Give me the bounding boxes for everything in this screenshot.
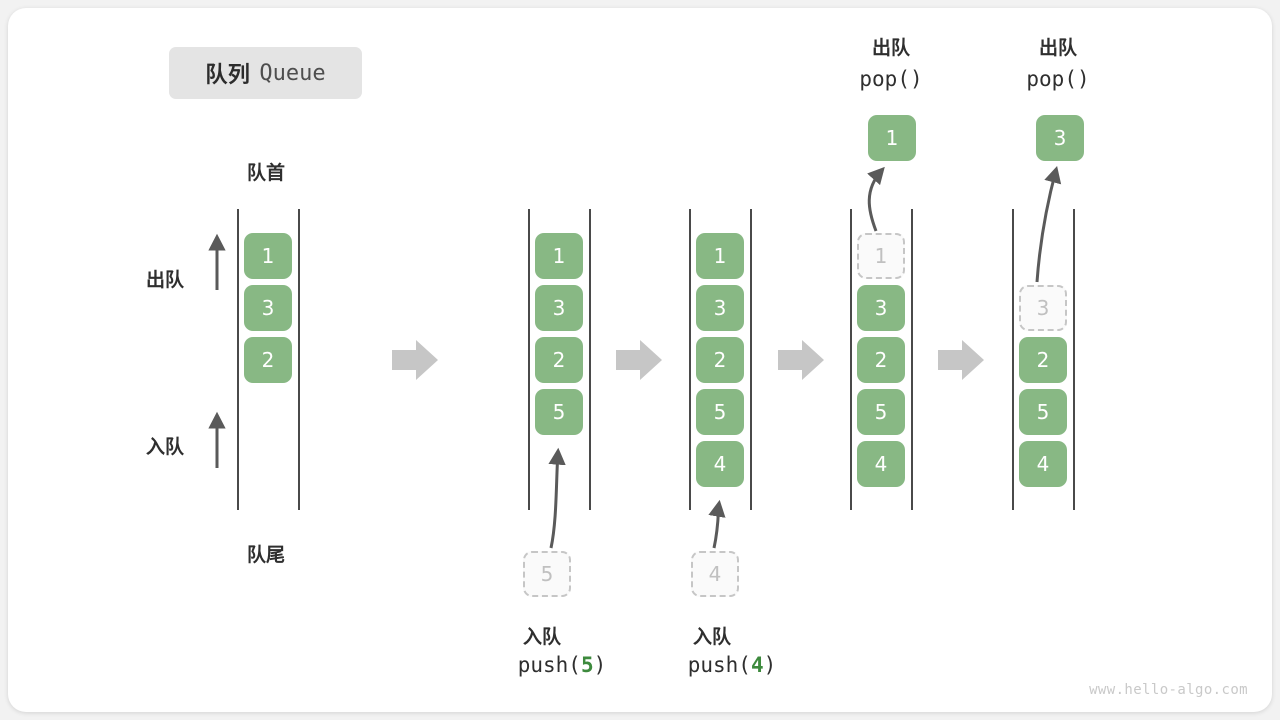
diagram-title-chip: 队列 Queue bbox=[169, 47, 362, 99]
queue-rail-left bbox=[850, 209, 852, 510]
queue-cell: 1 bbox=[696, 233, 744, 279]
queue-rail-right bbox=[911, 209, 913, 510]
queue-cell: 3 bbox=[244, 285, 292, 331]
queue-cell: 2 bbox=[857, 337, 905, 383]
operation-label-code: push(5) bbox=[472, 653, 652, 677]
queue-cell: 2 bbox=[535, 337, 583, 383]
op-code-suffix: ) bbox=[763, 653, 777, 677]
operation-label-code: push(4) bbox=[642, 653, 822, 677]
op-code-prefix: push( bbox=[517, 653, 581, 677]
queue-cell: 1 bbox=[535, 233, 583, 279]
site-watermark: www.hello-algo.com bbox=[1089, 682, 1248, 698]
op-code-prefix: push( bbox=[687, 653, 751, 677]
queue-cell: 3 bbox=[696, 285, 744, 331]
operation-label-cn: 入队 bbox=[522, 626, 561, 648]
incoming-ghost-cell: 5 bbox=[523, 551, 571, 597]
queue-cell: 4 bbox=[696, 441, 744, 487]
dequeue-direction-label: 出队 bbox=[146, 269, 185, 291]
queue-cell: 1 bbox=[857, 233, 905, 279]
diagram-title-cn: 队列 bbox=[205, 63, 251, 88]
queue-cell: 1 bbox=[244, 233, 292, 279]
enqueue-direction-label: 入队 bbox=[146, 436, 185, 458]
op-code-arg: 4 bbox=[750, 653, 764, 677]
popped-cell: 1 bbox=[868, 115, 916, 161]
diagram-title-en: Queue bbox=[259, 60, 326, 86]
popped-cell: 3 bbox=[1036, 115, 1084, 161]
queue-cell: 4 bbox=[857, 441, 905, 487]
operation-label-cn: 出队 bbox=[871, 37, 910, 59]
queue-cell: 4 bbox=[1019, 441, 1067, 487]
queue-rail-left bbox=[689, 209, 691, 510]
queue-rail-right bbox=[1073, 209, 1075, 510]
diagram-card bbox=[8, 8, 1272, 712]
queue-cell: 2 bbox=[696, 337, 744, 383]
queue-cell: 3 bbox=[1019, 285, 1067, 331]
queue-cell: 5 bbox=[535, 389, 583, 435]
incoming-ghost-cell: 4 bbox=[691, 551, 739, 597]
queue-rail-left bbox=[528, 209, 530, 510]
queue-head-label: 队首 bbox=[246, 162, 285, 184]
queue-cell: 5 bbox=[696, 389, 744, 435]
queue-cell: 2 bbox=[1019, 337, 1067, 383]
operation-label-cn: 入队 bbox=[692, 626, 731, 648]
queue-rail-right bbox=[750, 209, 752, 510]
queue-rail-left bbox=[237, 209, 239, 510]
operation-label-cn: 出队 bbox=[1038, 37, 1077, 59]
queue-cell: 5 bbox=[1019, 389, 1067, 435]
operation-label-code: pop() bbox=[1026, 67, 1090, 91]
queue-cell: 3 bbox=[857, 285, 905, 331]
queue-cell: 5 bbox=[857, 389, 905, 435]
queue-rail-right bbox=[589, 209, 591, 510]
op-code-suffix: ) bbox=[593, 653, 607, 677]
queue-rail-right bbox=[298, 209, 300, 510]
queue-rail-left bbox=[1012, 209, 1014, 510]
operation-label-code: pop() bbox=[859, 67, 923, 91]
op-code-arg: 5 bbox=[580, 653, 594, 677]
queue-tail-label: 队尾 bbox=[246, 544, 285, 566]
queue-cell: 2 bbox=[244, 337, 292, 383]
queue-cell: 3 bbox=[535, 285, 583, 331]
